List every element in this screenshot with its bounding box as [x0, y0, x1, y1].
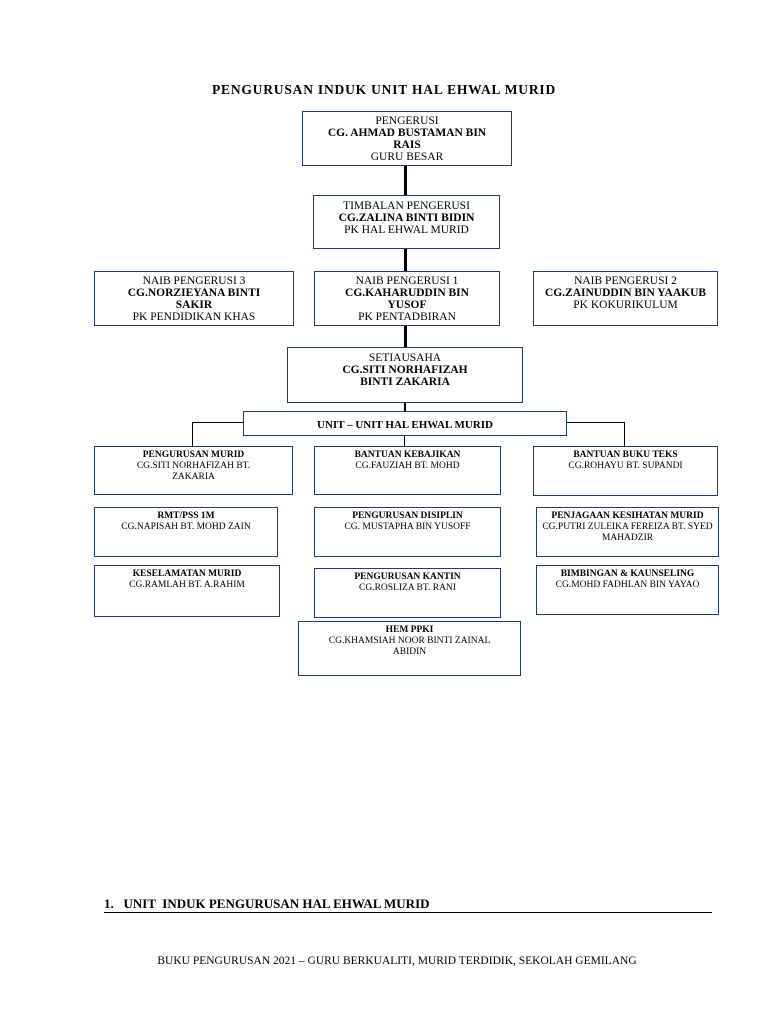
connector-vertical-timbalan	[404, 249, 407, 271]
unit-title: BANTUAN KEBAJIKAN	[354, 450, 461, 460]
unit-pengurusan-kantin: PENGURUSAN KANTIN CG.ROSLIZA BT. RANI	[314, 568, 501, 618]
unit-title: PENJAGAAN KESIHATAN MURID	[551, 511, 704, 521]
unit-keselamatan-murid: KESELAMATAN MURID CG.RAMLAH BT. A.RAHIM	[94, 565, 280, 617]
unit-pengurusan-disiplin: PENGURUSAN DISIPLIN CG. MUSTAPHA BIN YUS…	[314, 507, 501, 557]
connector-vertical-naib1	[404, 326, 407, 347]
naib2-name: CG.ZAINUDDIN BIN YAAKUB	[544, 287, 707, 299]
timbalan-role: TIMBALAN PENGERUSI	[343, 200, 470, 212]
setiausaha-box: SETIAUSAHA CG.SITI NORHAFIZAH BINTI ZAKA…	[287, 347, 523, 403]
timbalan-name: CG.ZALINA BINTI BIDIN	[338, 212, 475, 224]
unit-bimbingan-kaunseling: BIMBINGAN & KAUNSELING CG.MOHD FADHLAN B…	[536, 565, 719, 615]
unit-title: PENGURUSAN KANTIN	[354, 572, 461, 582]
unit-person: CG.ROSLIZA BT. RANI	[359, 583, 456, 593]
naib1-name: CG.KAHARUDDIN BIN YUSOF	[345, 287, 469, 311]
unit-title: HEM PPKI	[385, 625, 434, 635]
page-footer: BUKU PENGURUSAN 2021 – GURU BERKUALITI, …	[157, 955, 637, 967]
page-title: PENGURUSAN INDUK UNIT HAL EHWAL MURID	[211, 82, 556, 97]
unit-person: CG.SITI NORHAFIZAH BT. ZAKARIA	[136, 461, 251, 482]
section-heading-underline	[104, 912, 712, 913]
setiausaha-name: CG.SITI NORHAFIZAH BINTI ZAKARIA	[342, 364, 468, 388]
unit-person: CG.NAPISAH BT. MOHD ZAIN	[121, 522, 251, 532]
naib3-name: CG.NORZIEYANA BINTI SAKIR	[127, 287, 261, 311]
unit-person: CG.ROHAYU BT. SUPANDI	[568, 461, 683, 471]
connector-drop-middle	[404, 436, 405, 446]
naib2-position: PK KOKURIKULUM	[573, 299, 678, 311]
connector-drop-right	[624, 422, 625, 446]
pengerusi-role: PENGERUSI	[375, 115, 439, 127]
section-heading: 1. UNIT INDUK PENGURUSAN HAL EHWAL MURID	[104, 896, 430, 911]
unit-title: KESELAMATAN MURID	[132, 569, 242, 579]
unit-banner-label: UNIT – UNIT HAL EHWAL MURID	[317, 419, 493, 431]
timbalan-position: PK HAL EHWAL MURID	[344, 224, 469, 236]
unit-title: RMT/PSS 1M	[157, 511, 215, 521]
naib2-box: NAIB PENGERUSI 2 CG.ZAINUDDIN BIN YAAKUB…	[533, 271, 718, 326]
naib1-position: PK PENTADBIRAN	[358, 311, 456, 323]
unit-title: PENGURUSAN MURID	[142, 450, 245, 460]
unit-rmt-pss: RMT/PSS 1M CG.NAPISAH BT. MOHD ZAIN	[94, 507, 278, 557]
unit-banner: UNIT – UNIT HAL EHWAL MURID	[243, 411, 567, 436]
unit-title: BIMBINGAN & KAUNSELING	[560, 569, 695, 579]
unit-person: CG.PUTRI ZULEIKA FEREIZA BT. SYED MAHADZ…	[542, 522, 713, 543]
timbalan-box: TIMBALAN PENGERUSI CG.ZALINA BINTI BIDIN…	[313, 195, 500, 249]
unit-penjagaan-kesihatan: PENJAGAAN KESIHATAN MURID CG.PUTRI ZULEI…	[536, 507, 719, 557]
pengerusi-name: CG. AHMAD BUSTAMAN BIN RAIS	[327, 127, 487, 151]
unit-person: CG.KHAMSIAH NOOR BINTI ZAINAL ABIDIN	[328, 636, 491, 657]
unit-bantuan-buku-teks: BANTUAN BUKU TEKS CG.ROHAYU BT. SUPANDI	[533, 446, 718, 496]
naib3-role: NAIB PENGERUSI 3	[142, 275, 246, 287]
unit-hem-ppki: HEM PPKI CG.KHAMSIAH NOOR BINTI ZAINAL A…	[298, 621, 521, 676]
naib1-role: NAIB PENGERUSI 1	[355, 275, 459, 287]
unit-pengurusan-murid: PENGURUSAN MURID CG.SITI NORHAFIZAH BT. …	[94, 446, 293, 495]
naib1-box: NAIB PENGERUSI 1 CG.KAHARUDDIN BIN YUSOF…	[314, 271, 500, 326]
connector-vertical-main	[404, 166, 407, 196]
naib3-box: NAIB PENGERUSI 3 CG.NORZIEYANA BINTI SAK…	[94, 271, 294, 326]
unit-bantuan-kebajikan: BANTUAN KEBAJIKAN CG.FAUZIAH BT. MOHD	[314, 446, 501, 495]
connector-drop-left	[192, 422, 193, 446]
pengerusi-box: PENGERUSI CG. AHMAD BUSTAMAN BIN RAIS GU…	[302, 111, 512, 166]
naib3-position: PK PENDIDIKAN KHAS	[132, 311, 256, 323]
pengerusi-position: GURU BESAR	[370, 151, 444, 163]
unit-person: CG.RAMLAH BT. A.RAHIM	[129, 580, 245, 590]
unit-person: CG.MOHD FADHLAN BIN YAYAO	[555, 580, 700, 590]
unit-person: CG. MUSTAPHA BIN YUSOFF	[344, 522, 471, 532]
unit-person: CG.FAUZIAH BT. MOHD	[355, 461, 460, 471]
naib2-role: NAIB PENGERUSI 2	[574, 275, 677, 287]
unit-title: PENGURUSAN DISIPLIN	[352, 511, 463, 521]
setiausaha-role: SETIAUSAHA	[368, 352, 442, 364]
unit-title: BANTUAN BUKU TEKS	[573, 450, 678, 460]
connector-vertical-setiausaha	[404, 403, 406, 411]
